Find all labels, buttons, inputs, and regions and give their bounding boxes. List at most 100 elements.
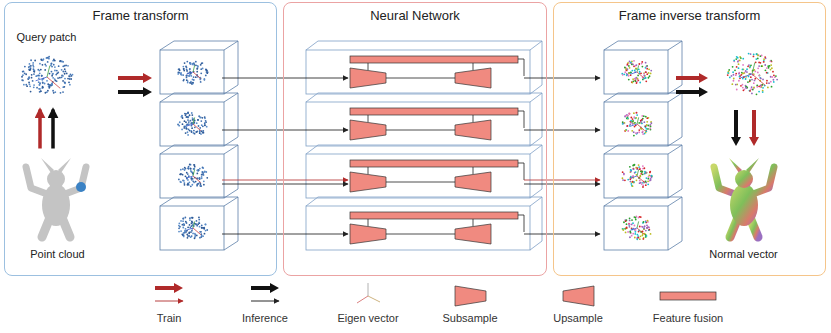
point [189,167,191,169]
point [759,75,761,77]
point [48,87,50,89]
point [193,132,195,134]
point [196,122,198,124]
point [633,60,635,62]
point [648,227,650,229]
ear [729,158,742,173]
point [180,173,182,175]
point [59,77,61,79]
point [199,127,201,129]
point [28,77,30,79]
point [646,235,648,237]
body [730,184,758,226]
point [772,71,774,73]
point [190,164,192,166]
point [184,120,186,122]
point [206,177,208,179]
box-front [160,154,224,198]
eigen-vector [637,176,645,183]
eigen-vector [637,117,639,124]
point [186,75,188,77]
point [775,75,777,77]
point [624,179,626,181]
point [762,91,764,93]
point [630,181,632,183]
point [628,79,630,81]
point [753,55,755,57]
flow-arrow [38,110,42,149]
point [629,113,631,115]
point [633,168,635,170]
point [46,57,48,59]
point [204,171,206,173]
point [642,66,644,68]
point [765,69,767,71]
point [38,74,40,76]
fusion-link [473,63,474,70]
point [33,71,35,73]
point [767,65,769,67]
data-arrow [524,130,600,131]
point [205,68,207,70]
point [54,70,56,72]
point [636,112,638,114]
point [192,119,194,121]
point [761,86,763,88]
point [188,75,190,77]
fusion-link [368,63,369,70]
point [733,60,735,62]
point [51,82,53,84]
point [733,74,735,76]
eigen-vector [186,72,193,74]
point [69,76,71,78]
point [624,116,626,118]
point [192,180,194,182]
point [196,234,198,236]
fusion-link [473,219,474,226]
point [202,172,204,174]
point [186,75,188,77]
point [628,65,630,67]
point [180,230,182,232]
point [52,77,54,79]
point [198,125,200,127]
point [745,85,747,87]
point [192,82,194,84]
point [198,221,200,223]
point [192,232,194,234]
point [761,65,763,67]
subsample-block [350,224,386,244]
legend-samples [155,283,716,306]
eigen-vector [193,176,201,183]
point-patch [177,61,208,85]
point [629,223,631,225]
data-arrow [524,180,600,181]
armadillo-model [26,158,86,237]
point [754,78,756,80]
point [199,237,201,239]
point [648,176,650,178]
point [27,78,29,80]
point [206,229,208,231]
point [638,231,640,233]
layer-box [604,41,682,94]
point [628,113,630,115]
point [47,83,49,85]
point [773,74,775,76]
point [627,118,629,120]
point [746,86,748,88]
point [643,73,645,75]
point [192,64,194,66]
point [205,224,207,226]
point [734,69,736,71]
point [199,79,201,81]
eigen-vector [630,72,637,74]
point [642,133,644,135]
point [195,76,197,78]
point [204,223,206,225]
point [201,174,203,176]
point [642,131,644,133]
point [64,78,66,80]
body [42,184,70,226]
point [182,179,184,181]
